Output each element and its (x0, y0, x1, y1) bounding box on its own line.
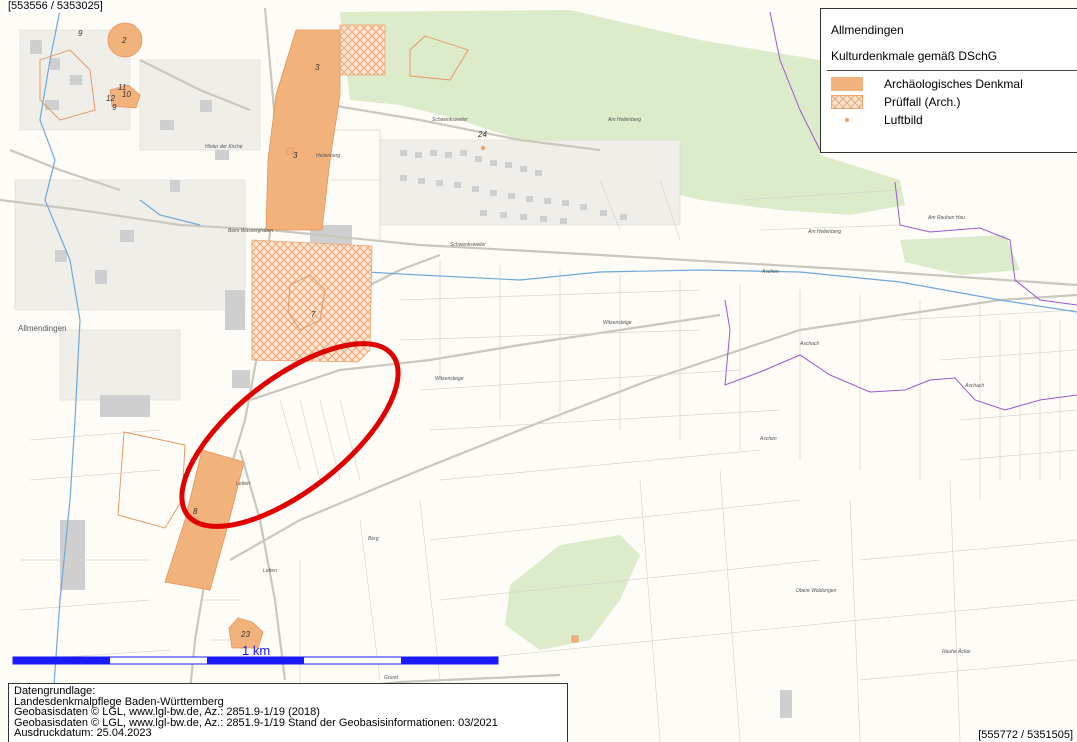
place-label: Witzensteige (603, 320, 632, 326)
place-label: Allmendingen (18, 324, 66, 333)
place-label: Berg (368, 536, 379, 542)
monument-number: 11 (118, 83, 126, 92)
place-label: Beim Wassergraben (228, 228, 273, 234)
place-label: Obere Waldungen (796, 588, 837, 594)
legend: Allmendingen Kulturdenkmale gemäß DSchG … (820, 8, 1077, 153)
monument-number: 2 (121, 36, 127, 45)
credits-line: Landesdenkmalpflege Baden-Württemberg (14, 695, 224, 708)
municipal-boundary (724, 11, 1077, 411)
luftbild-dot-icon (844, 117, 850, 123)
legend-label: Luftbild (884, 113, 923, 127)
place-label: Schwenksweiler (432, 117, 468, 123)
monument-number: 10 (122, 90, 131, 99)
residential-buildings (400, 150, 627, 224)
place-label: Am Heilenberg (807, 229, 841, 235)
prueffall-swatch-icon (831, 95, 863, 109)
monument-number: 3 (293, 151, 298, 160)
credits-line: Geobasisdaten © LGL, www.lgl-bw.de, Az.:… (14, 716, 498, 729)
place-label: Rauhe Äcker (942, 648, 971, 655)
monument-areas (107, 22, 579, 649)
place-label: Letten (236, 481, 250, 487)
place-label: Schwenksweiler (450, 242, 486, 248)
monument-number: 9 (112, 103, 117, 112)
place-label: Heilenberg (316, 153, 340, 159)
luftbild-dot (480, 145, 486, 151)
place-label: Aschen (759, 436, 777, 442)
place-label: Hinter der Kirche (205, 144, 243, 150)
monument-number: 12 (106, 94, 115, 103)
legend-place: Allmendingen (831, 23, 904, 37)
monument-number: 7 (311, 310, 316, 319)
monument-number: 3 (315, 63, 320, 72)
coordinate-bottom-right: [555772 / 5351505] (976, 729, 1075, 742)
legend-divider (827, 70, 1077, 71)
credits-box: Datengrundlage: Landesdenkmalpflege Bade… (8, 683, 568, 742)
monument-numbers: 9 2 3 11 10 12 9 3 24 7 8 23 (78, 29, 487, 639)
place-label: Aschen (761, 269, 779, 275)
stream (39, 9, 1077, 742)
scale-bar (12, 656, 499, 665)
legend-subtitle: Kulturdenkmale gemäß DSchG (831, 49, 998, 63)
settlement-areas (14, 29, 681, 401)
place-label: Witzensteige (435, 376, 464, 382)
archaeological-monument-swatch-icon (831, 77, 863, 91)
monument-number: 24 (477, 130, 487, 139)
buildings (30, 40, 792, 718)
legend-label: Archäologisches Denkmal (884, 77, 1023, 91)
scale-bar-label: 1 km (242, 643, 271, 658)
coordinate-top-left: [553556 / 5353025] (6, 0, 105, 13)
parcel-lines (19, 129, 1077, 742)
legend-label: Prüffall (Arch.) (884, 95, 961, 109)
place-names: Allmendingen Hinter der Kirche Heilenber… (18, 117, 984, 681)
monument-number: 9 (78, 29, 83, 38)
monument-outlines (39, 35, 469, 529)
monument-number: 23 (240, 630, 250, 639)
credits-line: Geobasisdaten © LGL, www.lgl-bw.de, Az.:… (14, 706, 320, 718)
prueffall-areas (251, 24, 386, 363)
place-label: Am Rauhen Hau (927, 215, 965, 221)
place-label: Aschach (799, 341, 819, 347)
credits-line: Ausdruckdatum: 25.04.2023 (14, 727, 152, 739)
place-label: Aschach (964, 383, 984, 389)
place-label: Letten (263, 568, 277, 574)
monument-number: 8 (193, 507, 198, 516)
annotation-ellipse (179, 341, 401, 529)
credits-line: Datengrundlage: (14, 685, 96, 697)
place-label: Am Heilenberg (607, 117, 641, 123)
forest-areas (340, 10, 1020, 650)
place-label: Grund (384, 675, 398, 681)
